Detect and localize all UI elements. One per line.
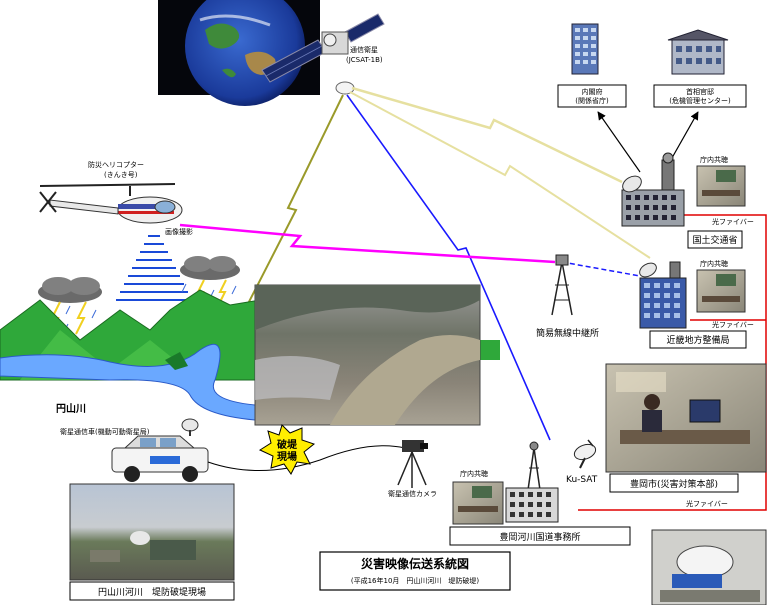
cabinet-office-building-icon	[571, 23, 599, 75]
diagram-title-box: 災害映像伝送系統図 (平成16年10月 円山川河川 堤防破堤)	[319, 551, 511, 591]
arrow-to-cabinet	[597, 111, 641, 173]
mlit-broadcast-photo	[696, 165, 746, 207]
diagram-subtitle: (平成16年10月 円山川河川 堤防破堤)	[351, 576, 480, 585]
diagram-title: 災害映像伝送系統図	[361, 556, 469, 571]
site-photo-caption-box: 円山川河川 堤防破堤現場	[69, 581, 235, 601]
toyooka-city-box: 豊岡市(災害対策本部)	[609, 473, 739, 493]
mlit-box: 国土交通省	[687, 230, 743, 249]
pm-office-building-icon	[667, 29, 729, 75]
helicopter-sub: (きんき号)	[104, 171, 138, 179]
link-beige-2	[349, 91, 651, 259]
cabinet-office-sub: (関係省庁)	[575, 96, 609, 105]
satellite-icon	[261, 13, 385, 95]
ku-sat-name: Ku-SAT	[566, 475, 598, 485]
link-relay-dashed	[561, 261, 641, 277]
helicopter-action: 画像撮影	[165, 227, 193, 236]
site-photo	[69, 483, 235, 581]
fiber-line-main	[578, 214, 767, 511]
satellite-label: 通信衛星	[350, 45, 378, 54]
satellite-car-name: 衛星通信車(機動可動衛星局)	[60, 427, 150, 436]
kinki-broadcast-label: 庁内共聴	[700, 259, 728, 268]
site-photo-caption: 円山川河川 堤防破堤現場	[98, 586, 206, 598]
toyooka-office-name: 豊岡河川国道事務所	[499, 531, 580, 543]
mlit-name: 国土交通省	[692, 234, 737, 246]
river-name: 円山川	[56, 402, 86, 415]
kinki-box: 近畿地方整備局	[649, 330, 747, 349]
storm-cloud-left	[29, 277, 102, 335]
kinki-name: 近畿地方整備局	[666, 334, 729, 346]
burst-line2: 現場	[277, 450, 297, 463]
link-olive	[231, 94, 344, 336]
link-helicopter	[179, 223, 556, 264]
river	[0, 343, 256, 421]
pm-office-name: 首相官邸	[686, 87, 714, 96]
flood-marker-icon	[165, 352, 188, 370]
satellite-car-icon	[111, 418, 209, 482]
aerial-photo	[254, 284, 481, 426]
link-blue	[346, 94, 551, 441]
camera-tripod-icon	[397, 440, 428, 488]
mlit-broadcast-label: 庁内共聴	[700, 155, 728, 164]
ku-sat-dish-icon	[573, 439, 597, 469]
toyooka-office-broadcast-label: 庁内共聴	[460, 469, 488, 478]
toyooka-office-box: 豊岡河川国道事務所	[449, 526, 631, 546]
relay-name: 簡易無線中継所	[536, 327, 599, 339]
kinki-building-icon	[639, 261, 687, 329]
camera-cable	[207, 445, 406, 472]
burst-line1: 破堤	[277, 438, 298, 451]
helicopter-icon	[39, 183, 183, 224]
imaging-beam	[116, 235, 192, 301]
toyooka-city-photo	[605, 363, 767, 473]
mlit-dish-icon	[622, 175, 642, 193]
camera-name: 衛星通信カメラ	[388, 489, 437, 498]
mlit-building-icon	[621, 152, 685, 227]
kinki-fiber-label: 光ファイバー	[712, 320, 754, 329]
breach-site-burst: 破堤 現場	[258, 424, 316, 475]
toyooka-office-tower-icon	[527, 441, 541, 491]
ku-sat-photo	[651, 529, 767, 605]
cabinet-office-name: 内閣府	[582, 87, 603, 96]
pm-office-sub: (危機管理センター)	[669, 96, 731, 105]
helicopter-name: 防災ヘリコプター	[88, 160, 144, 169]
toyooka-city-fiber-label: 光ファイバー	[686, 499, 728, 508]
kinki-broadcast-photo	[696, 269, 746, 313]
toyooka-office-broadcast-photo	[452, 481, 504, 525]
link-beige-1	[351, 86, 623, 184]
satellite-sublabel: (JCSAT-1B)	[346, 56, 383, 64]
relay-tower-icon	[551, 254, 573, 316]
kinki-dish-icon	[639, 262, 657, 278]
toyooka-office-building-icon	[505, 487, 559, 523]
cabinet-office-box: 内閣府 (関係省庁)	[557, 84, 627, 108]
toyooka-city-name: 豊岡市(災害対策本部)	[630, 478, 718, 490]
pm-office-box: 首相官邸 (危機管理センター)	[653, 84, 747, 108]
mlit-fiber-label: 光ファイバー	[712, 217, 754, 226]
